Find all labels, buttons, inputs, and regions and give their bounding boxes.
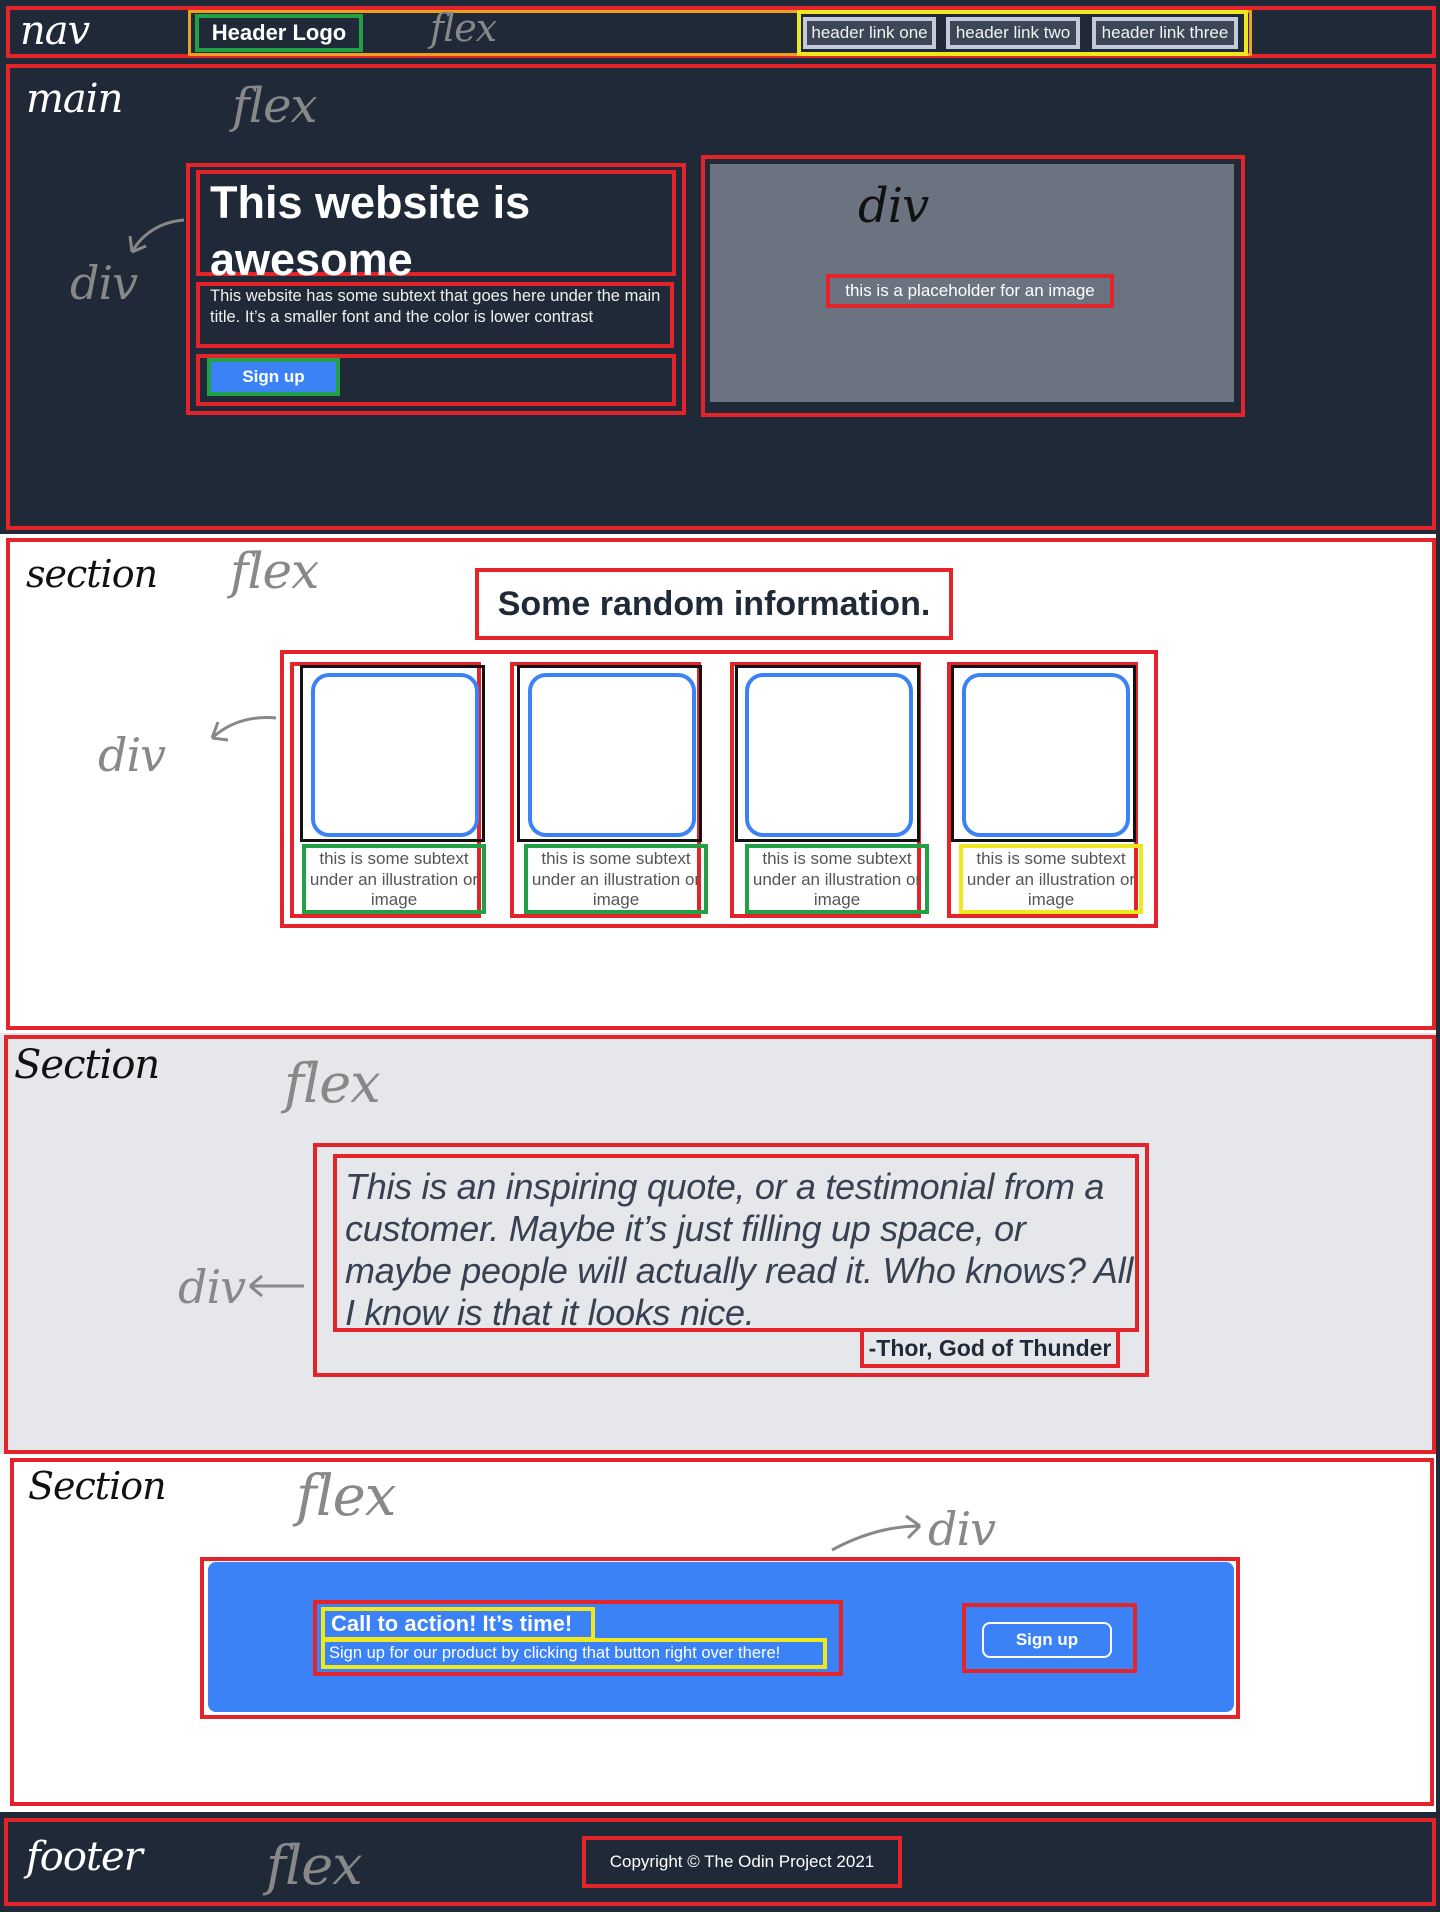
quote-text: This is an inspiring quote, or a testimo…: [333, 1154, 1139, 1333]
info-flex-annotation: flex: [230, 542, 319, 600]
card-image: [311, 673, 479, 837]
hero-subtext: This website has some subtext that goes …: [196, 282, 674, 348]
quote-section-annotation: Section: [14, 1042, 160, 1088]
main-flex-annotation: flex: [232, 78, 318, 134]
header-logo[interactable]: Header Logo: [195, 14, 363, 52]
card-image: [745, 673, 913, 837]
cta-div-outline: [200, 1557, 1240, 1719]
footer-outline: [4, 1818, 1436, 1906]
arrow-icon: [210, 716, 277, 742]
page-edge: [1436, 0, 1440, 1912]
card: [947, 662, 1138, 918]
card-subtext: this is some subtext under an illustrati…: [524, 844, 708, 914]
cta-section-annotation: Section: [28, 1464, 167, 1508]
cta-text-div-outline: [313, 1600, 843, 1676]
footer-background: [0, 1812, 1440, 1912]
card-subtext: this is some subtext under an illustrati…: [959, 844, 1143, 914]
header-links-group: [797, 10, 1248, 56]
card-image-frame: [735, 665, 920, 842]
nav-flex-outline: [188, 10, 1252, 56]
header-link-two[interactable]: header link two: [946, 17, 1080, 49]
nav-outline: [6, 6, 1436, 58]
hero-title: This website is awesome: [196, 170, 676, 285]
card-image-frame: [951, 665, 1136, 842]
quote-section-outline: [4, 1035, 1436, 1454]
main-annotation: main: [26, 76, 123, 122]
footer-copyright: Copyright © The Odin Project 2021: [582, 1836, 902, 1888]
image-placeholder-caption: this is a placeholder for an image: [826, 274, 1114, 308]
hero-text-div-outline: [186, 163, 686, 415]
quote-background: [0, 1033, 1440, 1454]
info-section-outline: [6, 538, 1436, 1030]
cta-button-div-outline: [962, 1603, 1137, 1673]
quote-author: -Thor, God of Thunder: [860, 1328, 1120, 1368]
card-subtext: this is some subtext under an illustrati…: [745, 844, 929, 914]
cta-div-annotation: div: [928, 1502, 996, 1556]
info-title: Some random information.: [475, 568, 953, 640]
main-outline: [6, 64, 1436, 530]
footer-annotation: footer: [26, 1834, 143, 1880]
cta-title: Call to action! It’s time!: [321, 1607, 595, 1641]
image-placeholder: [710, 164, 1234, 402]
hero-button-row: [196, 354, 676, 406]
info-section-annotation: section: [26, 552, 158, 596]
cta-flex-annotation: flex: [296, 1464, 396, 1529]
card-image-frame: [300, 665, 485, 842]
arrow-icon: [128, 218, 185, 254]
card-image: [528, 673, 696, 837]
quote-flex-annotation: flex: [284, 1052, 381, 1115]
cta-section-outline: [10, 1458, 1434, 1806]
main-div-annotation: div: [70, 256, 138, 310]
nav-annotation: nav: [20, 8, 90, 54]
image-div-annotation: div: [858, 178, 929, 234]
header-link-one[interactable]: header link one: [803, 17, 936, 49]
arrow-icon: [831, 1514, 922, 1552]
card: [290, 662, 481, 918]
header-link-three[interactable]: header link three: [1092, 17, 1238, 49]
card-subtext: this is some subtext under an illustrati…: [302, 844, 486, 914]
cta-signup-button[interactable]: Sign up: [982, 1622, 1112, 1658]
info-div-annotation: div: [98, 728, 166, 782]
card-image: [962, 673, 1130, 837]
arrow-icon: [249, 1274, 304, 1298]
nav-flex-annotation: flex: [430, 6, 497, 50]
cta-subtext: Sign up for our product by clicking that…: [321, 1638, 827, 1669]
quote-div-outline: [313, 1143, 1149, 1377]
card-image-frame: [517, 665, 702, 842]
footer-flex-annotation: flex: [266, 1834, 363, 1897]
hero-image-div-outline: [701, 155, 1245, 417]
hero-signup-button[interactable]: Sign up: [207, 358, 340, 396]
quote-div-annotation: div: [178, 1260, 246, 1314]
cards-container-outline: [280, 650, 1158, 928]
